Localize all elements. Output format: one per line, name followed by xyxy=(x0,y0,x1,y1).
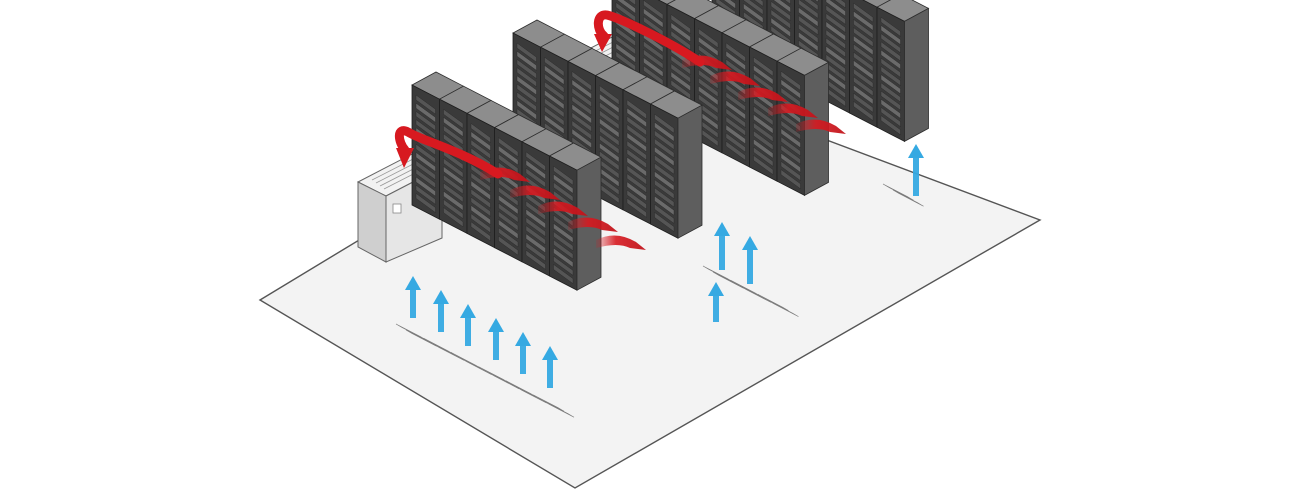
server-rack-icon xyxy=(649,90,703,239)
hot-air-arrow-icon xyxy=(710,71,760,86)
server-rack-icon xyxy=(622,76,676,225)
cold-air-arrow-icon xyxy=(460,304,476,346)
floor-vent-icon xyxy=(423,337,465,361)
server-racks xyxy=(411,0,930,291)
server-rack-icon xyxy=(876,0,930,143)
cold-air-arrow-icon xyxy=(714,222,730,270)
hot-air-arrow-icon xyxy=(738,87,788,102)
server-rack-icon xyxy=(466,99,520,249)
server-rack-icon xyxy=(521,128,575,277)
server-rack-icon xyxy=(594,62,648,211)
floor-vent-icon xyxy=(533,394,575,418)
hot-air-arrow-icon xyxy=(593,10,705,67)
server-rack-icon xyxy=(411,71,465,220)
hot-air-arrow-icon xyxy=(568,217,618,232)
hot-air-arrow-icon xyxy=(394,126,503,179)
hot-air-arrow-icon xyxy=(796,119,846,134)
cold-air-arrow-icon xyxy=(488,318,504,360)
cold-air-arrow-icon xyxy=(708,282,724,322)
rack-row-end-panel xyxy=(904,7,929,143)
rack-row xyxy=(611,0,830,197)
server-rack-icon xyxy=(748,33,802,182)
hot-air-arrow-icon xyxy=(510,185,560,200)
hot-air-arrow-icon xyxy=(538,201,588,216)
cold-air-arrow-icon xyxy=(542,346,558,388)
rack-row-end-panel xyxy=(677,104,703,239)
cold-air-arrow-icon xyxy=(742,236,758,284)
floor-vent-icon xyxy=(757,294,799,317)
hot-air-arrow-icon xyxy=(596,235,646,250)
cold-air-arrow-icon xyxy=(515,332,531,374)
floor-vent-icon xyxy=(882,183,924,207)
cold-air-arrow-icon xyxy=(908,144,924,196)
floor-vents xyxy=(395,183,924,418)
server-rack-icon xyxy=(438,85,492,235)
server-rack-icon xyxy=(849,0,892,128)
cold-air-arrow-icon xyxy=(433,290,449,332)
airflow xyxy=(394,10,924,388)
cold-air-arrow-icon xyxy=(405,276,421,318)
hot-air-arrow-icon xyxy=(768,103,818,118)
